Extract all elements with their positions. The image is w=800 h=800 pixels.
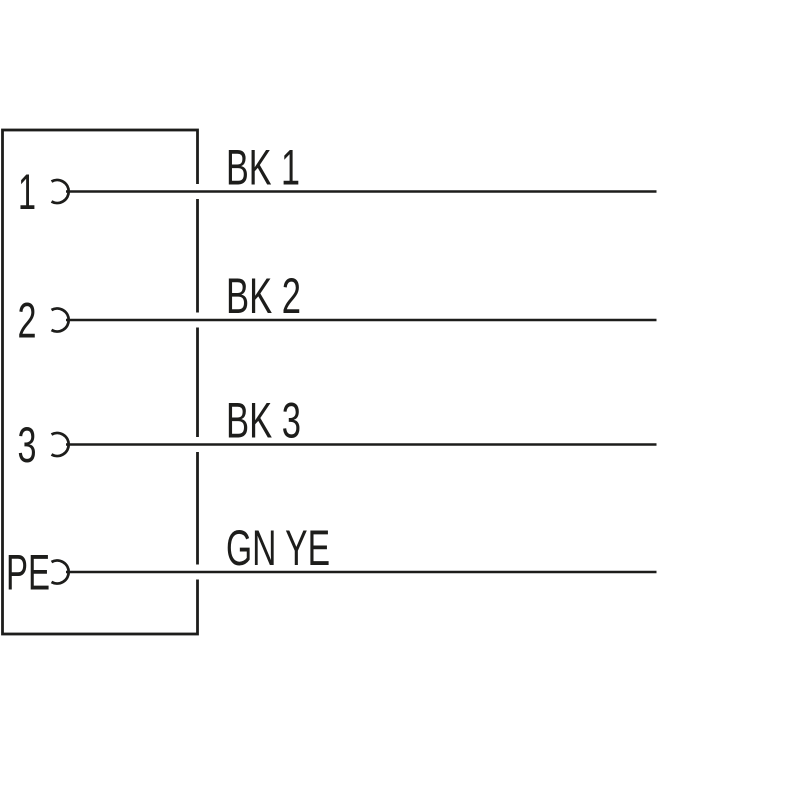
pin-3-number: 3: [18, 417, 37, 473]
connector-body-outline: [1, 128, 199, 636]
wire-3-color-label: BK 3: [226, 393, 301, 449]
pin-pe-label: PE: [6, 545, 50, 601]
wire-4-color-label: GN YE: [226, 520, 330, 576]
wire-2-color-label: BK 2: [226, 268, 301, 324]
pin-row-pe: PE GN YE: [6, 520, 657, 601]
pin-1-number: 1: [18, 164, 36, 220]
pin-row-1: 1 BK 1: [18, 140, 657, 220]
wire-1-color-label: BK 1: [226, 140, 300, 196]
pin-2-number: 2: [18, 293, 37, 349]
pin-row-2: 2 BK 2: [18, 268, 657, 349]
pin-row-3: 3 BK 3: [18, 393, 657, 473]
